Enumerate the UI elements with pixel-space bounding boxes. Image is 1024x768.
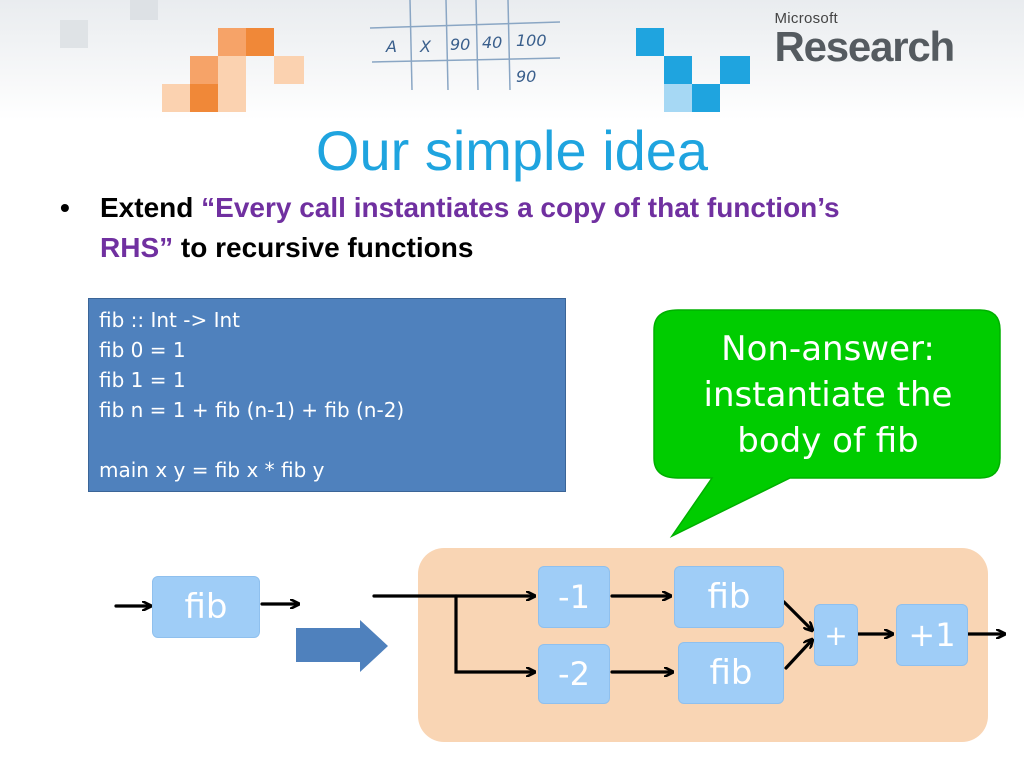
- wire-fib-plus-top: [782, 600, 812, 630]
- transform-arrow: [296, 620, 388, 672]
- hand-text: 40: [482, 33, 502, 52]
- callout-line: instantiate the: [703, 375, 953, 415]
- code-line: main x y = fib x * fib y: [99, 458, 325, 482]
- hand-text: 90: [450, 35, 470, 54]
- decor-square: [218, 28, 246, 56]
- decor-square: [218, 84, 246, 112]
- decor-square: [636, 28, 664, 56]
- decor-square: [218, 56, 246, 84]
- decor-square: [162, 84, 190, 112]
- decor-square: [274, 56, 304, 84]
- code-line: fib n = 1 + fib (n-1) + fib (n-2): [99, 398, 405, 422]
- header-banner: A X 90 40 100 90 Microsoft Research: [0, 0, 1024, 120]
- code-line: fib 0 = 1: [99, 338, 186, 362]
- code-line: fib 1 = 1: [99, 368, 186, 392]
- logo-microsoft: Microsoft: [774, 10, 839, 27]
- decor-square: [664, 56, 692, 84]
- decor-square: [190, 56, 218, 84]
- hand-text: X: [419, 37, 432, 56]
- bullet-quote: “Every call instantiates a copy of that …: [100, 192, 840, 263]
- bullet-marker: •: [60, 192, 70, 223]
- minus1-node: -1: [538, 566, 610, 628]
- minus2-node: -2: [538, 644, 610, 704]
- fib-node: fib: [152, 576, 260, 638]
- decor-square: [246, 28, 274, 56]
- fib-bottom-node: fib: [678, 642, 784, 704]
- callout-line: body of fib: [737, 421, 919, 461]
- code-line: fib :: Int -> Int: [99, 308, 241, 332]
- hand-text: A: [385, 37, 397, 56]
- bullet-text: Extend “Every call instantiates a copy o…: [100, 188, 860, 268]
- plus1-node: +1: [896, 604, 968, 666]
- microsoft-research-logo: Microsoft Research: [774, 10, 955, 70]
- decor-square: [720, 56, 750, 84]
- logo-research: Research: [774, 23, 955, 70]
- wire-fib-plus-bottom: [784, 640, 812, 670]
- decor-square: [190, 84, 218, 112]
- hand-text: 90: [516, 67, 536, 86]
- bullet-extend: Extend: [100, 192, 202, 223]
- fib-top-node: fib: [674, 566, 784, 628]
- plus-node: +: [814, 604, 858, 666]
- callout-line: Non-answer:: [721, 329, 935, 369]
- wire-to-minus2: [454, 594, 534, 672]
- decor-square: [130, 0, 158, 20]
- callout-text: Non-answer: instantiate the body of fib: [660, 326, 996, 464]
- slide-title: Our simple idea: [315, 119, 709, 182]
- decor-square: [60, 20, 88, 48]
- bullet-rest: to recursive functions: [173, 232, 474, 263]
- hand-text: 100: [516, 31, 547, 50]
- decor-square: [692, 84, 720, 112]
- decor-square: [664, 84, 692, 112]
- code-box: fib :: Int -> Int fib 0 = 1 fib 1 = 1 fi…: [88, 298, 566, 492]
- handwriting-sketch: A X 90 40 100 90: [369, 0, 561, 91]
